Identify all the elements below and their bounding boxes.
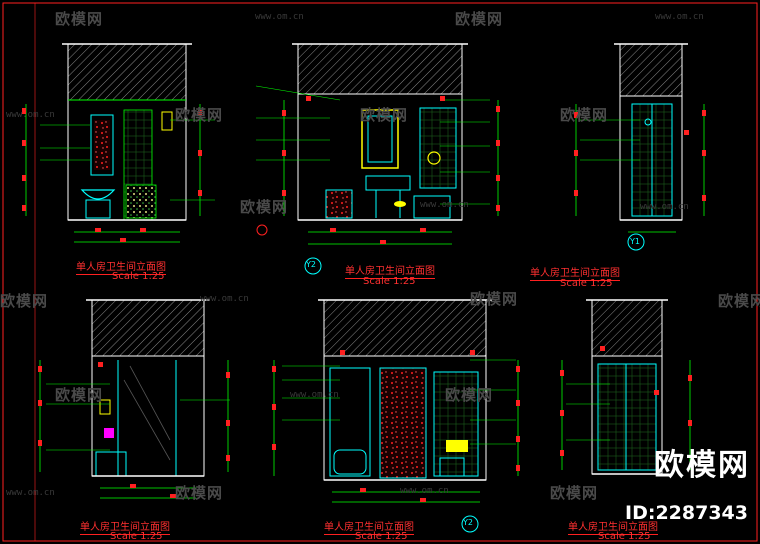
watermark-brand: 欧模网 (175, 106, 224, 124)
watermark-brand: 欧模网 (0, 292, 49, 310)
elevation-1-drawing (22, 43, 215, 243)
watermark-url: www.om.cn (400, 486, 449, 496)
watermark-brand: 欧模网 (240, 198, 289, 216)
elevation-5-title: 单人房卫生间立面图 (324, 518, 414, 535)
watermark-url: www.om.cn (6, 488, 55, 498)
watermark-brand: 欧模网 (550, 484, 599, 502)
elevation-5-scale: Scale 1:25 (355, 531, 408, 542)
elevation-5-drawing (272, 299, 520, 533)
watermark-brand: 欧模网 (55, 386, 104, 404)
elevation-2-title: 单人房卫生间立面图 (345, 262, 435, 279)
watermark-brand: 欧模网 (445, 386, 494, 404)
watermark-url: www.om.cn (290, 390, 339, 400)
elevation-6-scale: Scale 1:25 (598, 531, 651, 542)
elevation-2-drawing (255, 43, 500, 275)
elevation-3-scale: Scale 1:25 (560, 278, 613, 289)
elevation-1-scale: Scale 1:25 (112, 271, 165, 282)
watermark-brand: 欧模网 (175, 484, 224, 502)
elevation-3-title: 单人房卫生间立面图 (530, 264, 620, 281)
elevation-2-scale: Scale 1:25 (363, 276, 416, 287)
elevation-4-title: 单人房卫生间立面图 (80, 518, 170, 535)
elevation-3-marker: Y1 (630, 237, 640, 246)
watermark-brand: 欧模网 (560, 106, 609, 124)
watermark-url: www.om.cn (200, 294, 249, 304)
watermark-url: www.om.cn (655, 12, 704, 22)
watermark-brand: 欧模网 (55, 10, 104, 28)
watermark-url: www.om.cn (420, 200, 469, 210)
elevation-6-title: 单人房卫生间立面图 (568, 518, 658, 535)
elevation-5-marker: Y2 (463, 518, 473, 527)
watermark-brand: 欧模网 (455, 10, 504, 28)
elevation-4-scale: Scale 1:25 (110, 531, 163, 542)
watermark-url: www.om.cn (255, 12, 304, 22)
model-id-label: ID:2287343 (625, 502, 748, 524)
elevation-6-drawing (560, 299, 692, 475)
elevation-1-title: 单人房卫生间立面图 (76, 258, 166, 275)
watermark-brand: 欧模网 (470, 290, 519, 308)
elevation-4-drawing (38, 299, 230, 499)
elevation-3-drawing (574, 43, 706, 251)
watermark-brand: 欧模网 (360, 106, 409, 124)
watermark-url: www.om.cn (6, 110, 55, 120)
watermark-brand: 欧模网 (718, 292, 760, 310)
elevation-2-marker: Y2 (306, 260, 316, 269)
watermark-url: www.om.cn (640, 202, 689, 212)
brand-logo: 欧模网 (654, 448, 750, 483)
